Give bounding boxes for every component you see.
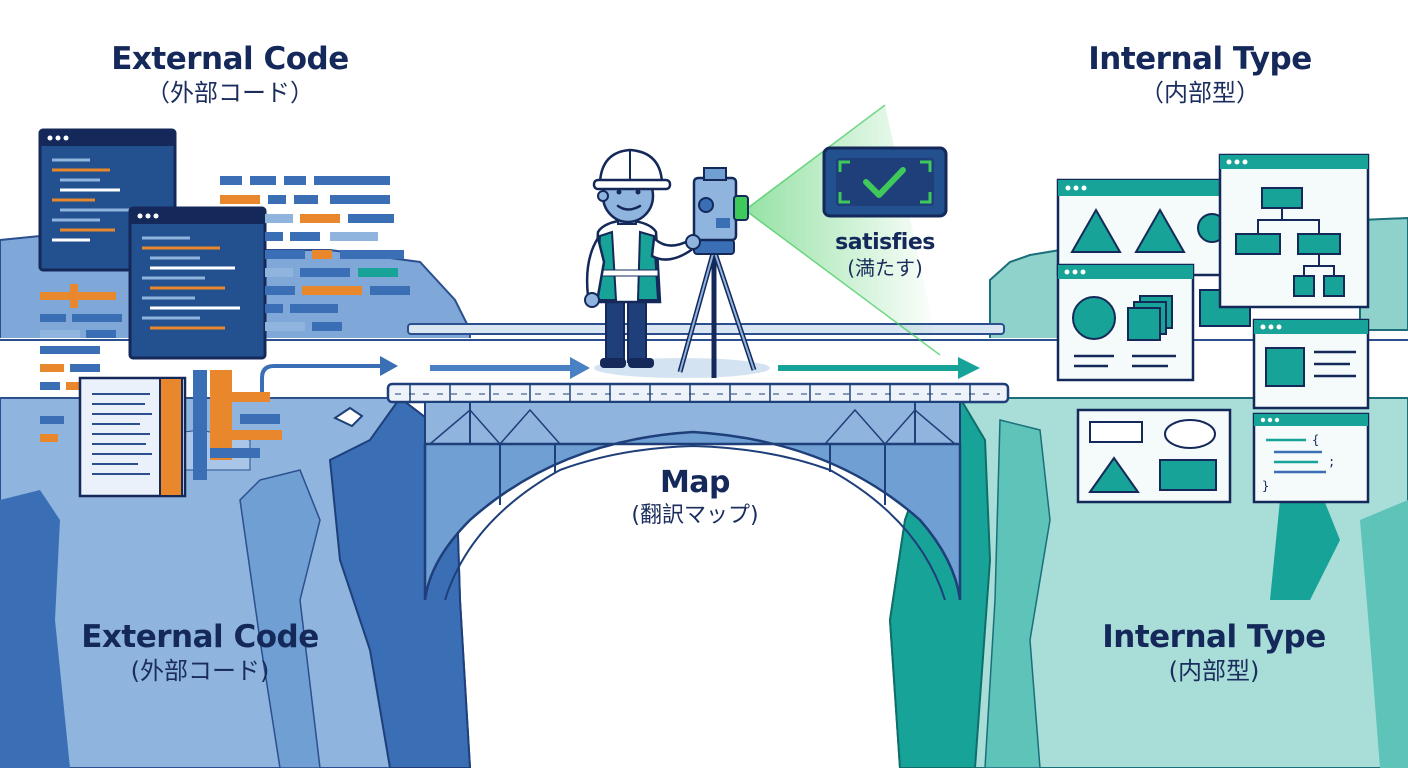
label-bridge-en: Map: [590, 466, 800, 501]
label-top-right: Internal Type （内部型）: [1080, 42, 1320, 107]
svg-text:}: }: [1262, 479, 1269, 493]
label-bottom-right-jp: (内部型): [1094, 658, 1334, 686]
label-bottom-left-en: External Code: [80, 620, 320, 656]
label-bridge: Map (翻訳マップ): [590, 466, 800, 528]
surveyor-icon: [585, 150, 700, 368]
label-bridge-jp: (翻訳マップ): [590, 503, 800, 528]
label-top-right-jp: （内部型）: [1080, 80, 1320, 108]
label-top-left: External Code （外部コード）: [110, 42, 350, 107]
label-top-left-jp: （外部コード）: [110, 80, 350, 108]
label-bottom-right-en: Internal Type: [1094, 620, 1334, 656]
flowchart-icon: [1220, 155, 1368, 307]
label-check-en: satisfies: [810, 230, 960, 255]
check-icon: [824, 148, 946, 216]
label-bottom-left-jp: (外部コード): [80, 658, 320, 686]
label-check-jp: (満たす): [810, 257, 960, 280]
label-bottom-right: Internal Type (内部型): [1094, 620, 1334, 685]
svg-text:;: ;: [1328, 455, 1335, 469]
label-check: satisfies (満たす): [810, 230, 960, 280]
label-top-right-en: Internal Type: [1080, 42, 1320, 78]
label-bottom-left: External Code (外部コード): [80, 620, 320, 685]
label-top-left-en: External Code: [110, 42, 350, 78]
svg-text:{: {: [1312, 433, 1319, 447]
